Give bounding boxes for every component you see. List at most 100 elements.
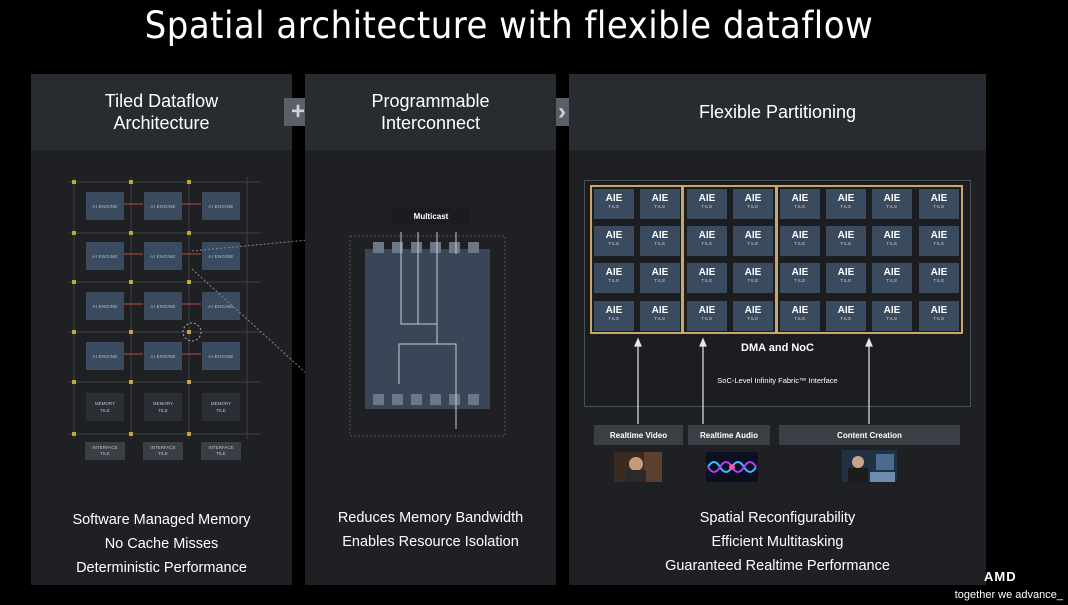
content-creation-thumbnail-icon: [842, 450, 897, 482]
ai-engine-tile: AI ENGINE: [144, 342, 182, 370]
aie-tile-label: AIE: [605, 230, 623, 241]
aie-tile-label: AIE: [883, 305, 901, 316]
aie-tile-label: AIE: [837, 230, 855, 241]
amd-logo: AMD: [984, 569, 1017, 584]
bullet-item: Spatial Reconfigurability: [699, 510, 856, 526]
aie-tile-label: AIE: [651, 230, 669, 241]
aie-tile-label: AIE: [605, 267, 623, 278]
aie-tile-sublabel: TILE: [608, 316, 620, 321]
aie-tile-label: AIE: [698, 230, 716, 241]
partition-1: [590, 185, 683, 334]
aie-tile-label: AIE: [651, 267, 669, 278]
heading-line-2: Interconnect: [380, 113, 481, 133]
ai-engine-tile: AI ENGINE: [86, 292, 124, 320]
ai-engine-tile: AI ENGINE: [144, 192, 182, 220]
aie-tile-sublabel: TILE: [608, 241, 620, 246]
aie-tile-label: AIE: [883, 230, 901, 241]
ai-engine-tile: AI ENGINE: [202, 192, 240, 220]
aie-tile-sublabel: TILE: [840, 204, 852, 209]
aie-tile-label: AIE: [837, 305, 855, 316]
bullet-item: No Cache Misses: [104, 536, 219, 552]
heading-line-1: Tiled Dataflow: [104, 91, 219, 111]
aie-tile-sublabel: TILE: [840, 241, 852, 246]
bullet-item: Deterministic Performance: [76, 560, 247, 576]
aie-tile-sublabel: TILE: [747, 278, 759, 283]
bullet-item: Enables Resource Isolation: [342, 534, 519, 550]
aie-tile-sublabel: TILE: [654, 204, 666, 209]
aie-tile-sublabel: TILE: [654, 278, 666, 283]
aie-tile-sublabel: TILE: [933, 204, 945, 209]
aie-tile-label: AIE: [744, 193, 762, 204]
aie-tile-sublabel: TILE: [933, 316, 945, 321]
aie-tile-sublabel: TILE: [608, 204, 620, 209]
aie-tile-sublabel: TILE: [840, 278, 852, 283]
aie-tile-sublabel: TILE: [794, 316, 806, 321]
ai-engine-tile: AI ENGINE: [202, 292, 240, 320]
aie-tile-sublabel: TILE: [747, 316, 759, 321]
video-thumbnail-icon: [614, 452, 662, 482]
bullet-item: Guaranteed Realtime Performance: [665, 558, 890, 574]
bullet-item: Efficient Multitasking: [711, 534, 844, 550]
ai-engine-tile: AI ENGINE: [86, 242, 124, 270]
ai-engine-tile: AI ENGINE: [144, 242, 182, 270]
aie-tile-label: AIE: [651, 305, 669, 316]
aie-tile-sublabel: TILE: [701, 278, 713, 283]
aie-tile-sublabel: TILE: [933, 241, 945, 246]
aie-tile-label: AIE: [698, 193, 716, 204]
aie-tile-sublabel: TILE: [886, 316, 898, 321]
source-content-creation: Content Creation: [779, 425, 960, 445]
aie-tile-sublabel: TILE: [886, 204, 898, 209]
aie-tile-label: AIE: [698, 267, 716, 278]
aie-tile-label: AIE: [883, 193, 901, 204]
source-arrows: [634, 337, 873, 424]
panel-tiled-dataflow: Tiled Dataflow Architecture: [31, 74, 292, 585]
heading-line-1: Programmable: [371, 91, 490, 111]
aie-tile-sublabel: TILE: [701, 316, 713, 321]
aie-tile-label: AIE: [883, 267, 901, 278]
aie-tile-label: AIE: [930, 193, 948, 204]
multicast-label: Multicast: [392, 207, 470, 225]
fabric-interface-label: SoC-Level Infinity Fabric™ Interface: [717, 376, 838, 385]
ai-engine-tile: AI ENGINE: [86, 342, 124, 370]
heading-line-1: Flexible Partitioning: [698, 102, 857, 122]
aie-tile-label: AIE: [930, 267, 948, 278]
aie-tile-label: AIE: [744, 305, 762, 316]
bullet-list: Software Managed Memory No Cache Misses …: [31, 508, 292, 580]
aie-tile-label: AIE: [837, 193, 855, 204]
aie-tile-label: AIE: [930, 230, 948, 241]
bullet-list: Reduces Memory Bandwidth Enables Resourc…: [305, 506, 556, 554]
aie-tile-label: AIE: [605, 305, 623, 316]
aie-tile-label: AIE: [791, 305, 809, 316]
aie-tile-label: AIE: [651, 193, 669, 204]
aie-tile-label: AIE: [791, 193, 809, 204]
aie-tile-sublabel: TILE: [701, 204, 713, 209]
ai-engine-tile: AI ENGINE: [144, 292, 182, 320]
aie-tile-label: AIE: [791, 230, 809, 241]
panel-heading: Tiled Dataflow Architecture: [31, 74, 292, 150]
interconnect-diagram: [349, 232, 506, 437]
